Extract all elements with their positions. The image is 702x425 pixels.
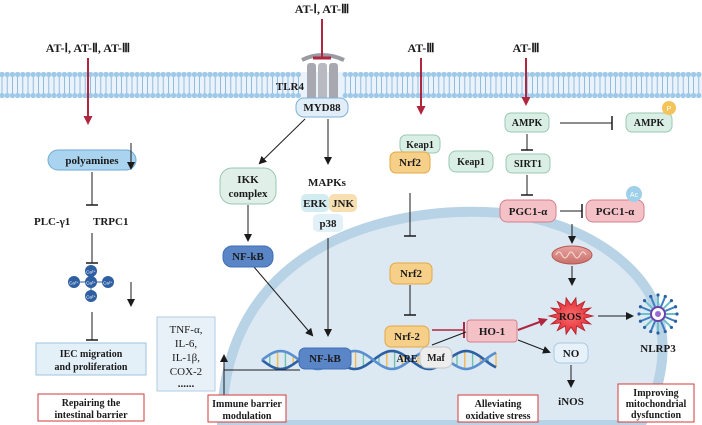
cytokine-item: ......	[178, 378, 195, 390]
nlrp3-label: NLRP3	[640, 343, 676, 355]
maf-label: Maf	[427, 353, 445, 364]
ros-label: ROS	[559, 311, 582, 323]
ikk-label-line2: complex	[228, 188, 268, 200]
nrf2-bound-label: Nrf-2	[394, 331, 420, 343]
sirt1-label: SIRT1	[514, 159, 542, 170]
footer-mito-1: Improving	[633, 388, 678, 399]
no-label: NO	[563, 348, 580, 360]
maf-box: Maf	[419, 346, 453, 369]
erk-label: ERK	[303, 198, 327, 210]
sirt1-box: SIRT1	[505, 153, 551, 174]
nfkb-nuclear-box: NF-kB	[298, 347, 352, 370]
pgc1a-ac-label: PGC1-α	[596, 206, 635, 218]
footer-mito-3: dysfunction	[631, 410, 681, 421]
ikk-complex-box: IKK complex	[219, 167, 277, 205]
myd88-label: MYD88	[303, 102, 341, 114]
iec-box: IEC migration and proliferation	[35, 342, 147, 376]
acetyl-tag: Ac	[630, 192, 639, 199]
mitochondrion-icon	[551, 245, 593, 265]
footer-intestinal-2: intestinal barrier	[54, 410, 128, 421]
cytokine-item: IL-1β,	[172, 352, 200, 364]
phospho-tag: P	[667, 106, 672, 113]
trpc-label: TRPC1	[93, 216, 128, 228]
ho1-box: HO-1	[466, 319, 518, 343]
jnk-label: JNK	[332, 198, 354, 210]
iec-label-line2: and proliferation	[55, 362, 128, 373]
ampk-p-box: AMPK P	[625, 101, 676, 133]
footer-mito-2: mitochondrial	[626, 399, 687, 410]
iec-label-line1: IEC migration	[60, 349, 123, 360]
ampk-label: AMPK	[512, 118, 543, 129]
polyamines-label: polyamines	[65, 155, 119, 167]
treatment-arrows	[83, 19, 531, 125]
footer-immune: Immune barrier modulation	[207, 394, 287, 423]
calcium-ion-label: Ca²⁺	[86, 295, 96, 300]
plc-label: PLC-γ1	[34, 216, 70, 228]
calcium-ion-label: Ca²⁺	[69, 281, 79, 286]
tlr-arrows	[244, 118, 332, 337]
ampk-treatment-label: AT-Ⅲ	[513, 41, 540, 55]
cytokine-item: IL-6,	[175, 338, 198, 350]
ampk-p-label: AMPK	[634, 118, 665, 129]
nrf-arrows	[404, 193, 467, 346]
keap-treatment-label: AT-Ⅲ	[408, 41, 435, 55]
nrf2-box: Nrf2	[389, 151, 431, 174]
inos-label: iNOS	[558, 396, 584, 408]
nucleus	[216, 206, 668, 425]
footer-oxidative: Alleviating oxidative stress	[457, 394, 539, 423]
footer-intestinal-1: Repairing the	[62, 398, 121, 409]
tlr4-label: TLR4	[276, 81, 305, 93]
mapks-label: MAPKs	[308, 177, 347, 189]
nfkb-label: NF-kB	[232, 251, 264, 263]
nrf2-nuclear-box: Nrf2	[389, 262, 433, 285]
left-treatment-label: AT-Ⅰ, AT-Ⅱ, AT-Ⅲ	[46, 41, 130, 55]
footer-oxidative-1: Alleviating	[475, 399, 522, 410]
footer-oxidative-2: oxidative stress	[465, 411, 530, 422]
pgc1a-box: PGC1-α	[499, 199, 557, 223]
calcium-cluster: Ca²⁺ Ca²⁺ Ca²⁺ Ca²⁺ Ca²⁺	[68, 265, 114, 302]
keap1-label: Keap1	[406, 140, 434, 151]
myd88-box: MYD88	[295, 97, 349, 118]
nrf2-label: Nrf2	[399, 157, 421, 169]
nfkb-box: NF-kB	[222, 245, 274, 268]
calcium-ion-label: Ca²⁺	[103, 281, 113, 286]
keap1-free-box: Keap1	[448, 150, 494, 173]
tlr-treatment-label: AT-Ⅰ, AT-Ⅲ	[295, 2, 350, 16]
cytokine-item: COX-2	[170, 366, 202, 378]
are-label: ARE	[396, 354, 417, 365]
cell-membrane	[0, 71, 702, 99]
ho1-label: HO-1	[479, 326, 505, 338]
pgc1a-ac-box: PGC1-α Ac	[585, 186, 645, 223]
ho1-to-ros	[517, 317, 548, 331]
mapk-cluster: ERK JNK p38	[301, 194, 357, 232]
ampk-box: AMPK	[504, 112, 550, 133]
pgc1a-label: PGC1-α	[509, 206, 548, 218]
nlrp3-inflammasome-icon	[637, 293, 679, 335]
nfkb-nuclear-label: NF-kB	[309, 353, 341, 365]
cytokine-item: TNF-α,	[170, 324, 203, 336]
cytokine-box: TNF-α, IL-6, IL-1β, COX-2 ......	[156, 316, 216, 392]
footer-immune-2: modulation	[223, 411, 272, 422]
nrf2-bound-box: Nrf-2	[384, 325, 430, 348]
tlr4-receptor	[301, 53, 345, 105]
footer-mitochondrial: Improving mitochondrial dysfunction	[617, 383, 695, 423]
keap1-free-label: Keap1	[457, 157, 485, 168]
no-box: NO	[553, 342, 589, 364]
ikk-label-line1: IKK	[237, 174, 259, 186]
calcium-ion-label: Ca²⁺	[86, 270, 96, 275]
ros-burst: ROS	[547, 296, 595, 336]
p38-label: p38	[319, 218, 337, 230]
nrf2-nuclear-label: Nrf2	[400, 268, 422, 280]
footer-immune-1: Immune barrier	[212, 399, 282, 410]
polyamines-box: polyamines	[47, 149, 137, 171]
keap1-bound-box: Keap1	[399, 134, 441, 154]
left-arrows	[86, 143, 135, 341]
footer-intestinal: Repairing the intestinal barrier	[37, 393, 145, 422]
calcium-ion-label: Ca²⁺	[86, 281, 96, 286]
